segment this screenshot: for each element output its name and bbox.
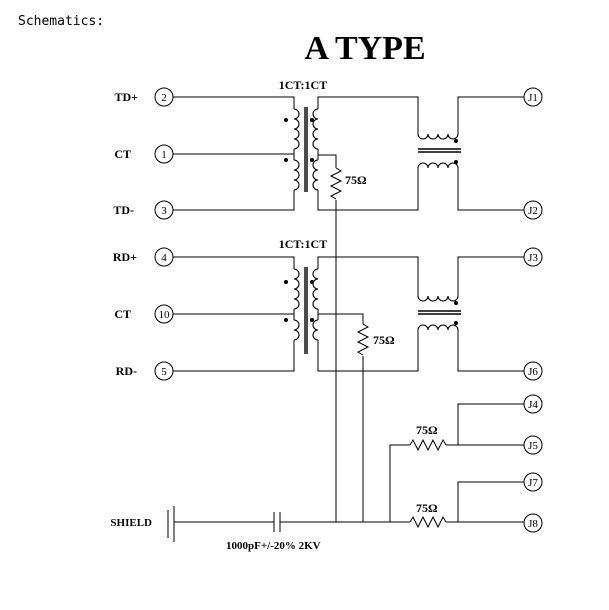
transformer-2-label: 1CT:1CT <box>279 237 327 251</box>
signal-label-td-minus: TD- <box>113 203 134 217</box>
resistor-label-4: 75Ω <box>416 501 438 515</box>
svg-text:J7: J7 <box>528 477 538 489</box>
svg-text:5: 5 <box>161 366 167 378</box>
svg-text:J5: J5 <box>528 440 538 452</box>
pin-2: 2 <box>154 87 174 107</box>
signal-label-ct-2: CT <box>114 307 131 321</box>
pin-3: 3 <box>154 200 174 220</box>
capacitor-label: 1000pF+/-20% 2KV <box>226 540 321 552</box>
signal-label-td-plus: TD+ <box>114 90 138 104</box>
svg-text:3: 3 <box>161 205 167 217</box>
resistor-label-2: 75Ω <box>373 333 395 347</box>
svg-text:4: 4 <box>161 252 167 264</box>
svg-text:J2: J2 <box>528 205 538 217</box>
svg-text:J3: J3 <box>528 252 538 264</box>
svg-text:10: 10 <box>159 309 171 321</box>
pin-j8: J8 <box>523 513 543 533</box>
rx-transformer <box>173 256 419 522</box>
signal-label-rd-plus: RD+ <box>113 250 137 264</box>
tx-transformer <box>173 96 419 522</box>
diagram-title: A TYPE <box>304 30 425 67</box>
pin-j6: J6 <box>523 361 543 381</box>
signal-label-ct-1: CT <box>114 147 131 161</box>
pin-j1: J1 <box>523 87 543 107</box>
resistor-label-1: 75Ω <box>345 173 367 187</box>
rx-common-mode-choke <box>417 256 524 372</box>
svg-text:J4: J4 <box>528 399 538 411</box>
pin-5: 5 <box>154 361 174 381</box>
signal-label-rd-minus: RD- <box>116 364 137 378</box>
svg-text:1: 1 <box>161 149 167 161</box>
pin-10: 10 <box>154 304 174 324</box>
svg-text:J6: J6 <box>528 366 538 378</box>
shield-label: SHIELD <box>110 517 152 529</box>
tx-common-mode-choke <box>417 96 524 211</box>
schematics-label: Schematics: <box>18 14 104 29</box>
transformer-1-label: 1CT:1CT <box>279 78 327 92</box>
pin-j5: J5 <box>523 435 543 455</box>
shield-capacitor <box>167 506 390 542</box>
svg-text:J8: J8 <box>528 518 538 530</box>
pin-j7: J7 <box>523 472 543 492</box>
pin-j3: J3 <box>523 247 543 267</box>
svg-text:J1: J1 <box>528 92 538 104</box>
resistor-label-3: 75Ω <box>416 423 438 437</box>
pin-1: 1 <box>154 144 174 164</box>
svg-text:2: 2 <box>161 92 167 104</box>
pin-j2: J2 <box>523 200 543 220</box>
pin-4: 4 <box>154 247 174 267</box>
pin-j4: J4 <box>523 394 543 414</box>
termination-network <box>389 403 524 529</box>
